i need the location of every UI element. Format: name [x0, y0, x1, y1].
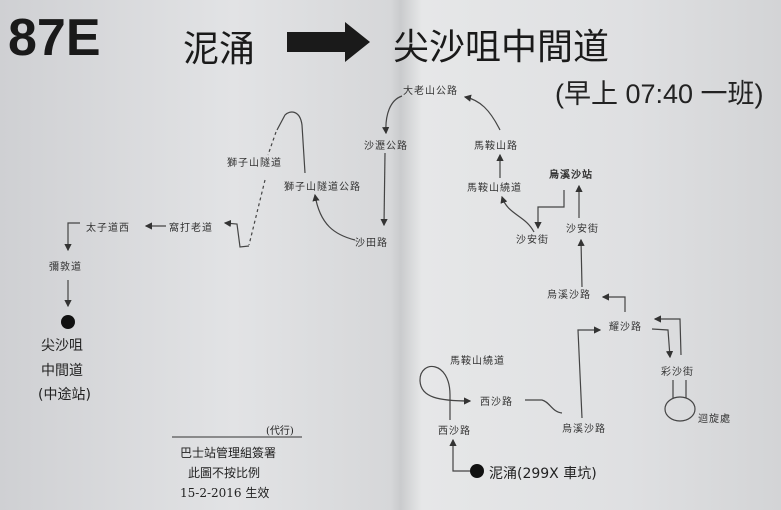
tst-terminus-label: 中間道 [41, 363, 83, 379]
nai-chung-terminus-label: 泥涌(299X 車坑) [489, 466, 597, 482]
stop-label: 西沙路 [480, 397, 513, 408]
stop-label: 馬鞍山路 [474, 141, 518, 152]
tst-terminus-label: (中途站) [38, 387, 91, 403]
stop-label: 獅子山隧道公路 [284, 182, 361, 193]
stop-label: 沙田路 [355, 238, 388, 249]
acting-note: (代行) [266, 426, 294, 437]
stop-label: 烏溪沙路 [547, 290, 591, 301]
stop-label: 窩打老道 [169, 223, 213, 234]
stop-label: 西沙路 [438, 426, 471, 437]
effective-date: 15-2-2016 生效 [180, 486, 270, 500]
stop-label: 獅子山隧道 [227, 158, 282, 169]
tst-terminus-dot [61, 315, 75, 329]
stop-label: 馬鞍山繞道 [467, 183, 522, 194]
stop-label: 彌敦道 [49, 262, 82, 273]
route-number: 87E [8, 9, 101, 67]
title-arrow-icon [287, 22, 370, 62]
stop-label: 馬鞍山繞道 [450, 356, 505, 367]
destination-title: 尖沙咀中間道 [393, 27, 610, 68]
scale-note: 此圖不按比例 [188, 466, 261, 480]
stop-label: 耀沙路 [609, 322, 642, 333]
stop-label: 烏溪沙路 [562, 424, 606, 435]
stop-label: 沙瀝公路 [364, 141, 408, 152]
stop-label: 沙安街 [516, 235, 549, 246]
origin-title: 泥涌 [183, 29, 256, 70]
stop-label: 彩沙街 [661, 367, 694, 378]
nai-chung-terminus-dot [470, 464, 484, 478]
stop-label: 太子道西 [86, 223, 130, 234]
stop-label: 迴旋處 [698, 414, 731, 425]
schedule-note: (早上 07:40 一班) [555, 79, 764, 109]
tst-terminus-label: 尖沙咀 [41, 338, 83, 354]
stop-label: 沙安街 [566, 224, 599, 235]
stop-label: 烏溪沙站 [549, 170, 593, 181]
stop-label: 大老山公路 [403, 86, 458, 97]
signature-note: 巴士站管理組簽署 [180, 446, 277, 460]
